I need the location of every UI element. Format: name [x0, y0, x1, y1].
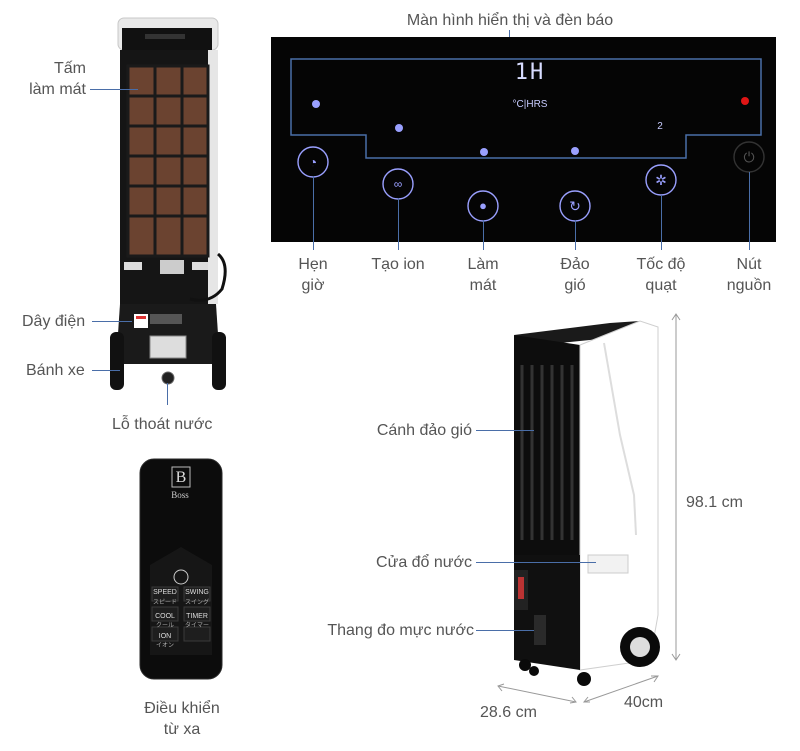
- power-label: Nút nguồn: [726, 256, 772, 294]
- swing-label: Đảo gió: [560, 256, 590, 294]
- water-gauge-label: Thang đo mực nước: [327, 622, 474, 639]
- remote-key-ion-jp: イオン: [155, 643, 174, 649]
- power-icon[interactable]: ⏻: [743, 149, 755, 165]
- timer-label: Hẹn giờ: [298, 256, 328, 294]
- fan-leader: [661, 195, 662, 250]
- louver-label: Cánh đảo gió: [376, 422, 472, 439]
- cooling-pad-leader: [90, 89, 138, 90]
- swing-leader: [575, 220, 576, 250]
- cool-leader: [483, 220, 484, 250]
- water-gauge-leader: [476, 630, 534, 631]
- dimension-lines: [497, 313, 681, 704]
- cool-label: Làm mát: [467, 256, 499, 294]
- remote-key-swing-jp: スイング: [184, 600, 209, 606]
- power-cord-label: Dây điện: [22, 313, 86, 330]
- ion-label: Tạo ion: [371, 256, 425, 273]
- ion-leader: [398, 198, 399, 250]
- power-cord-leader: [92, 321, 132, 322]
- height-dimension: 98.1 cm: [686, 494, 743, 511]
- wheel-label: Bánh xe: [26, 362, 85, 379]
- display-label: Màn hình hiển thị và đèn báo: [406, 12, 614, 29]
- depth-dimension: 40cm: [624, 694, 664, 711]
- front-view-illustration: [514, 320, 660, 686]
- remote-key-timer[interactable]: TIMER: [186, 613, 208, 620]
- swing-icon[interactable]: ↻: [569, 198, 581, 214]
- remote-key-speed[interactable]: SPEED: [153, 589, 177, 596]
- width-dimension: 28.6 cm: [480, 704, 537, 721]
- water-door-leader: [476, 562, 596, 563]
- control-panel: [271, 37, 776, 242]
- drain-leader: [167, 383, 168, 405]
- power-leader: [749, 172, 750, 250]
- ion-icon[interactable]: ∞: [393, 177, 403, 191]
- remote-key-cool[interactable]: COOL: [155, 613, 175, 620]
- display-digits: 1H: [514, 60, 546, 85]
- display-units: °C|HRS: [512, 99, 548, 110]
- remote-key-ion[interactable]: ION: [158, 633, 172, 640]
- water-drop-icon[interactable]: ●: [479, 198, 487, 213]
- remote-key-timer-jp: タイマー: [184, 623, 209, 629]
- fan-icon[interactable]: ✲: [655, 172, 667, 188]
- louver-leader: [476, 430, 534, 431]
- remote-brand: Boss: [171, 490, 189, 500]
- water-door-label: Cửa đổ nước: [376, 554, 472, 571]
- remote-illustration: [139, 458, 223, 680]
- speed-indicator: 2: [657, 121, 663, 132]
- drain-label: Lỗ thoát nước: [112, 416, 213, 433]
- remote-brand-mark: B: [175, 469, 187, 486]
- rear-view-illustration: [110, 17, 227, 390]
- wheel-leader: [92, 370, 120, 371]
- remote-label: Điều khiển từ xa: [144, 700, 220, 738]
- remote-key-cool-jp: クール: [155, 623, 174, 629]
- timer-icon[interactable]: ◔: [308, 154, 318, 170]
- timer-leader: [313, 176, 314, 250]
- cooling-pad-label: Tấm làm mát: [29, 60, 86, 98]
- remote-key-speed-jp: スピード: [152, 600, 177, 606]
- remote-key-swing[interactable]: SWING: [185, 589, 209, 596]
- fan-label: Tốc độ quạt: [636, 256, 686, 294]
